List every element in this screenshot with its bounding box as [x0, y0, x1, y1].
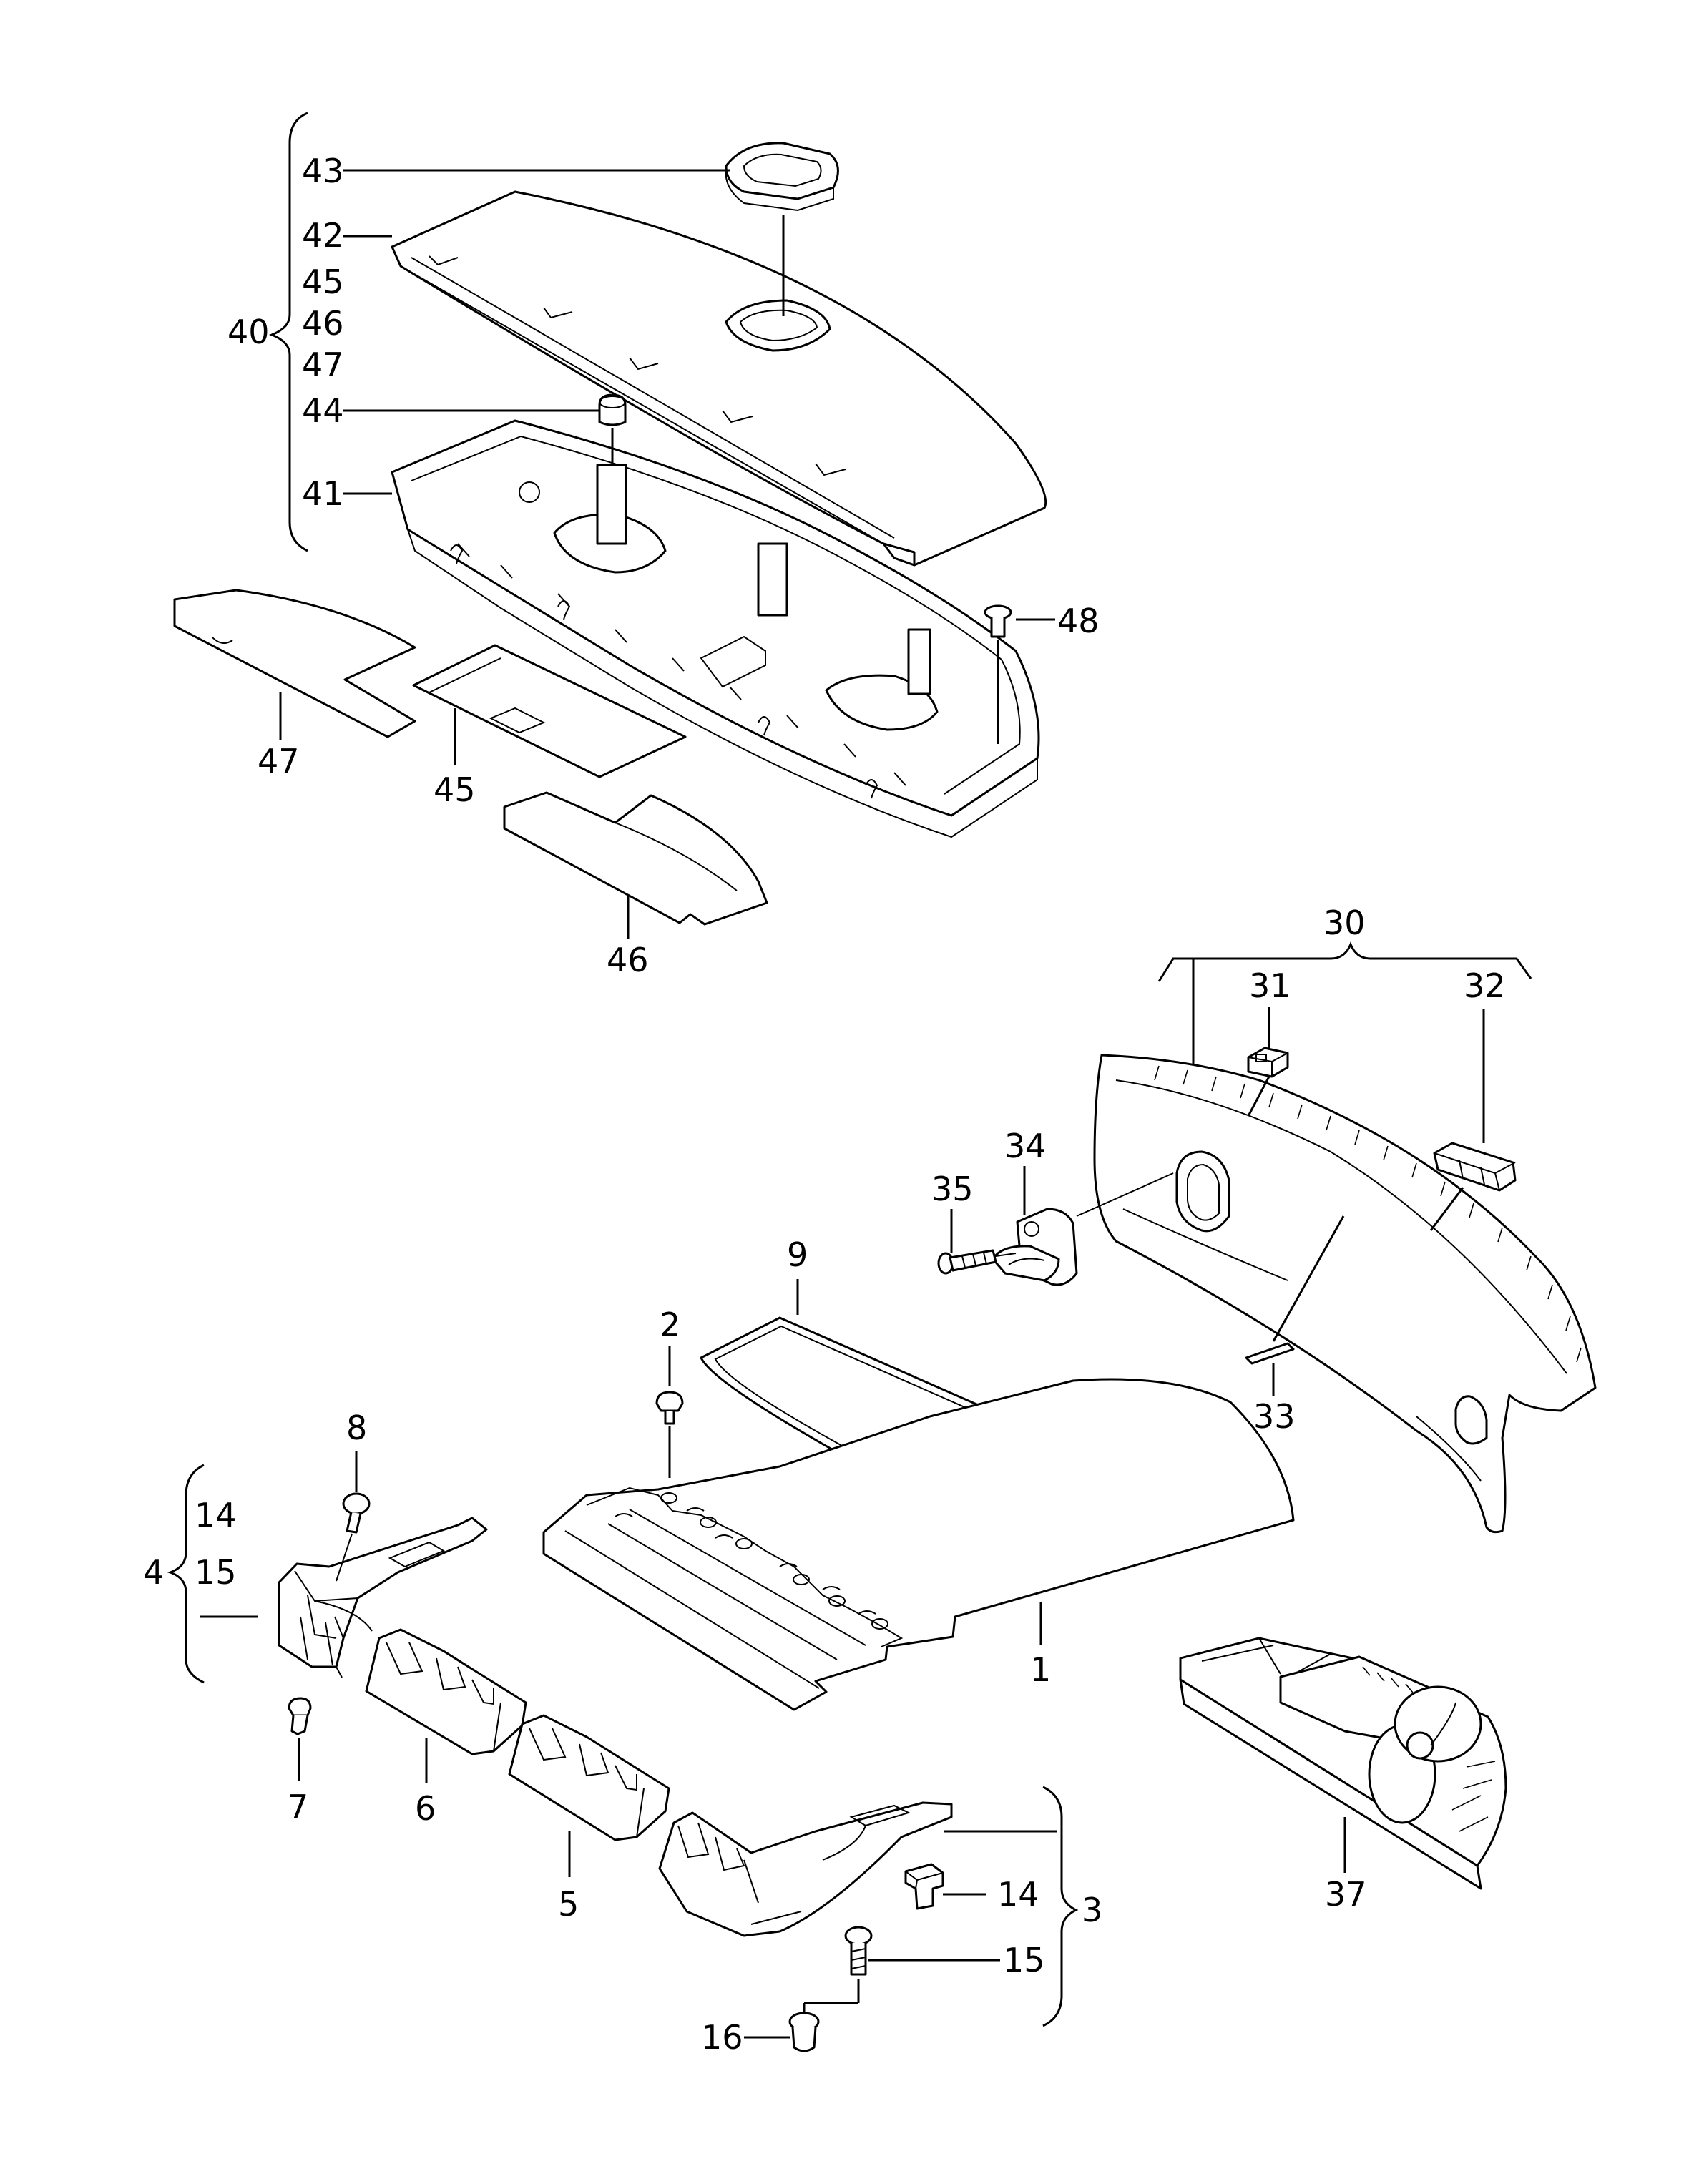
- bracket-3: [1042, 1786, 1079, 2027]
- label-41: 41: [302, 474, 344, 513]
- label-47b: 47: [258, 742, 300, 780]
- part-42-parcel-shelf: [391, 190, 1047, 567]
- bracket-30: [1157, 941, 1532, 982]
- part-41-storage-tray: [391, 419, 1040, 838]
- part-8-screw: [342, 1492, 371, 1534]
- part-30-sill-trim: [1093, 1054, 1597, 1534]
- part-37-tool-kit: [1179, 1637, 1507, 1890]
- label-1: 1: [1030, 1650, 1051, 1689]
- label-6: 6: [415, 1789, 436, 1828]
- label-15a: 15: [195, 1553, 237, 1592]
- label-46b: 46: [607, 941, 649, 979]
- part-31-clip: [1247, 1047, 1289, 1078]
- part-15-screw: [844, 1926, 873, 1976]
- part-34-hook: [992, 1208, 1078, 1286]
- label-31: 31: [1249, 966, 1291, 1005]
- label-14b: 14: [997, 1875, 1039, 1914]
- part-48-screw: [984, 604, 1012, 638]
- label-8: 8: [346, 1409, 367, 1447]
- label-33: 33: [1253, 1397, 1296, 1436]
- label-5: 5: [558, 1885, 579, 1924]
- label-42: 42: [302, 216, 344, 255]
- part-45-mat: [412, 644, 687, 778]
- label-44: 44: [302, 391, 344, 430]
- label-32: 32: [1464, 966, 1506, 1005]
- part-3-side-trim: [658, 1801, 953, 1937]
- label-7: 7: [288, 1788, 308, 1826]
- bracket-4: [167, 1464, 205, 1684]
- bracket-40: [268, 112, 308, 552]
- label-15b: 15: [1003, 1941, 1045, 1979]
- label-4: 4: [143, 1553, 164, 1592]
- label-47a: 47: [302, 346, 344, 384]
- part-35-screw: [937, 1249, 997, 1275]
- part-7-clip: [288, 1697, 312, 1735]
- part-6-trim: [365, 1628, 527, 1755]
- part-47-mat: [173, 589, 416, 738]
- label-9: 9: [787, 1235, 808, 1274]
- label-45a: 45: [302, 263, 344, 301]
- part-1-floor-covering: [542, 1378, 1295, 1711]
- label-34: 34: [1004, 1127, 1047, 1165]
- part-46-mat: [503, 791, 768, 926]
- part-5-trim: [508, 1714, 670, 1841]
- part-33-strip: [1245, 1342, 1295, 1365]
- part-16-nut: [788, 2012, 820, 2052]
- part-43-grommet: [725, 142, 839, 212]
- label-2: 2: [660, 1306, 680, 1344]
- label-37: 37: [1325, 1875, 1367, 1914]
- label-40: 40: [227, 313, 270, 351]
- part-2-clip: [655, 1391, 684, 1425]
- label-48: 48: [1057, 602, 1100, 640]
- label-16: 16: [701, 2018, 743, 2057]
- part-4-side-trim: [278, 1517, 488, 1678]
- label-30: 30: [1323, 904, 1366, 942]
- part-44-stopper: [598, 393, 627, 426]
- label-43: 43: [302, 152, 344, 190]
- label-14a: 14: [195, 1496, 237, 1534]
- part-32-clip: [1433, 1142, 1517, 1192]
- part-14-clip: [904, 1863, 944, 1910]
- label-3: 3: [1082, 1891, 1102, 1929]
- label-45b: 45: [434, 770, 476, 809]
- label-46a: 46: [302, 304, 344, 343]
- label-35: 35: [931, 1170, 974, 1208]
